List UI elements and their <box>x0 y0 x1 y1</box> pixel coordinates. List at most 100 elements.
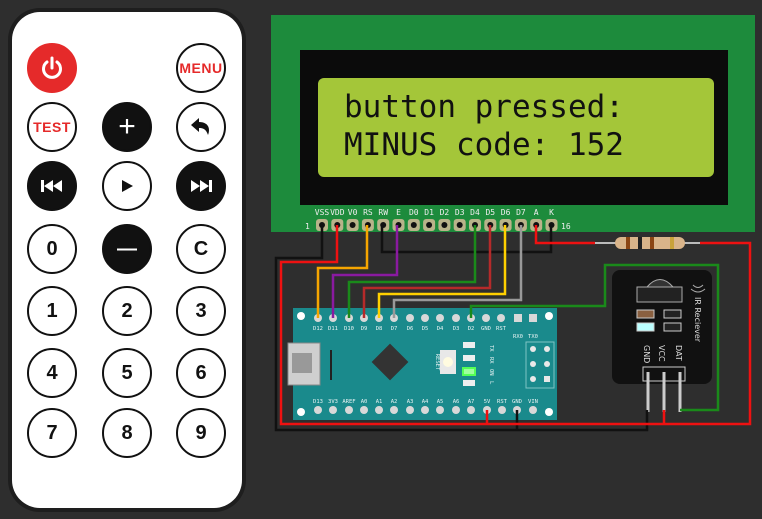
lcd-pin-hole <box>410 222 417 228</box>
button-4[interactable]: 4 <box>27 348 77 398</box>
lcd-pin-label: A <box>534 208 539 217</box>
arduino-pin-label: D12 <box>313 326 323 332</box>
lcd-pin-label: VDD <box>330 208 345 217</box>
usb-connector-icon <box>287 342 332 386</box>
arduino-pin[interactable] <box>360 406 368 414</box>
minus-button[interactable]: — <box>102 224 152 274</box>
arduino-pin-label: A7 <box>468 399 475 405</box>
arduino-pin-label: A5 <box>437 399 444 405</box>
button-0[interactable]: 0 <box>27 224 77 274</box>
ir-signal-icon <box>690 284 706 293</box>
button-8[interactable]: 8 <box>102 408 152 458</box>
arduino-pin[interactable] <box>529 406 537 414</box>
wires <box>274 225 752 432</box>
lcd-pin-hole <box>349 222 356 228</box>
power-icon <box>42 56 62 79</box>
arduino-pin-label: D11 <box>328 326 338 332</box>
arduino-pin-label: D9 <box>361 326 368 332</box>
arduino-pin-label: A2 <box>391 399 398 405</box>
arduino-pin[interactable] <box>421 406 429 414</box>
arduino-pin[interactable] <box>436 406 444 414</box>
next-button[interactable] <box>176 161 226 211</box>
lcd-pin-hole <box>441 222 448 228</box>
lcd-pin-label: D0 <box>409 208 419 217</box>
led-label-rx: RX <box>488 357 494 364</box>
arduino-pin-label: GND <box>481 326 491 332</box>
arduino-pin-label: RST <box>497 399 508 405</box>
arduino-pin[interactable] <box>375 406 383 414</box>
button-c[interactable]: C <box>176 224 226 274</box>
previous-button[interactable] <box>27 161 77 211</box>
play-button[interactable] <box>102 161 152 211</box>
previous-icon <box>41 180 62 192</box>
arduino-pin-label: RST <box>496 326 507 332</box>
arduino-pin[interactable] <box>482 314 490 322</box>
button-3[interactable]: 3 <box>176 286 226 336</box>
menu-button[interactable]: MENU <box>176 43 226 93</box>
next-icon <box>191 180 212 192</box>
arduino-pin[interactable] <box>467 406 475 414</box>
wire-rs <box>316 225 369 318</box>
arduino-pin[interactable] <box>452 406 460 414</box>
arduino-pin-label: A3 <box>407 399 414 405</box>
lcd-pin-hole <box>456 222 463 228</box>
button-9[interactable]: 9 <box>176 408 226 458</box>
ir-receiver[interactable]: IR Reciever GND VCC DAT <box>612 270 712 412</box>
button-7[interactable]: 7 <box>27 408 77 458</box>
lcd-pin-label: RS <box>363 208 373 217</box>
arduino-pin-label: A4 <box>422 399 429 405</box>
button-5[interactable]: 5 <box>102 348 152 398</box>
arduino-pin[interactable] <box>406 314 414 322</box>
button-6[interactable]: 6 <box>176 348 226 398</box>
wire-backlight <box>534 225 595 245</box>
arduino-pin-label: D5 <box>422 326 429 332</box>
arduino-pin-label: D4 <box>437 326 444 332</box>
arduino-pin-label: AREF <box>342 399 355 405</box>
arduino-pin-label: 5V <box>484 399 491 405</box>
back-button[interactable] <box>176 102 226 152</box>
ir-pin-gnd: GND <box>642 345 651 363</box>
test-button[interactable]: TEST <box>27 102 77 152</box>
resistor[interactable] <box>595 237 700 249</box>
arduino-pin-label: VIN <box>528 399 538 405</box>
arduino-pin-label: A0 <box>361 399 368 405</box>
lcd-module[interactable]: button pressed: MINUS code: 152 1 16 VSS… <box>271 15 755 232</box>
wire-d4 <box>347 225 477 318</box>
arduino-pin[interactable] <box>406 406 414 414</box>
arduino-pin[interactable] <box>314 406 322 414</box>
arduino-pin[interactable] <box>436 314 444 322</box>
arduino-pin[interactable] <box>329 406 337 414</box>
wire-d6 <box>377 225 507 318</box>
ir-receiver-title: IR Reciever <box>693 297 702 343</box>
lcd-pin-label: D4 <box>470 208 480 217</box>
wire-gnd <box>274 225 649 432</box>
arduino-pin[interactable] <box>390 406 398 414</box>
power-button[interactable] <box>27 43 77 93</box>
button-1[interactable]: 1 <box>27 286 77 336</box>
ir-remote: MENU TEST + 0 — C 1 2 3 4 5 6 7 8 9 <box>12 12 242 508</box>
arduino-pin-label: A1 <box>376 399 383 405</box>
arduino-pin[interactable] <box>497 314 505 322</box>
wire-rw-gnd <box>380 225 553 254</box>
play-icon <box>122 180 133 192</box>
arduino-pin-label: D13 <box>313 399 323 405</box>
arduino-pin-label: A6 <box>453 399 460 405</box>
icsp-header <box>525 341 555 389</box>
arduino-pin[interactable] <box>421 314 429 322</box>
lcd-pin-label: D1 <box>424 208 434 217</box>
lcd-pin-hole <box>426 222 433 228</box>
arduino-pin-label: D8 <box>376 326 383 332</box>
lcd-pin-label: D2 <box>440 208 450 217</box>
arduino-serial-pin[interactable] <box>514 314 522 322</box>
lcd-pin-label: D5 <box>485 208 495 217</box>
arduino-pin[interactable] <box>452 314 460 322</box>
arduino-serial-pin[interactable] <box>529 314 537 322</box>
arduino-pin[interactable] <box>498 406 506 414</box>
arduino-pin[interactable] <box>345 406 353 414</box>
arduino-pin-label: D3 <box>453 326 460 332</box>
plus-button[interactable]: + <box>102 102 152 152</box>
arduino-pin-label: GND <box>512 399 522 405</box>
button-2[interactable]: 2 <box>102 286 152 336</box>
